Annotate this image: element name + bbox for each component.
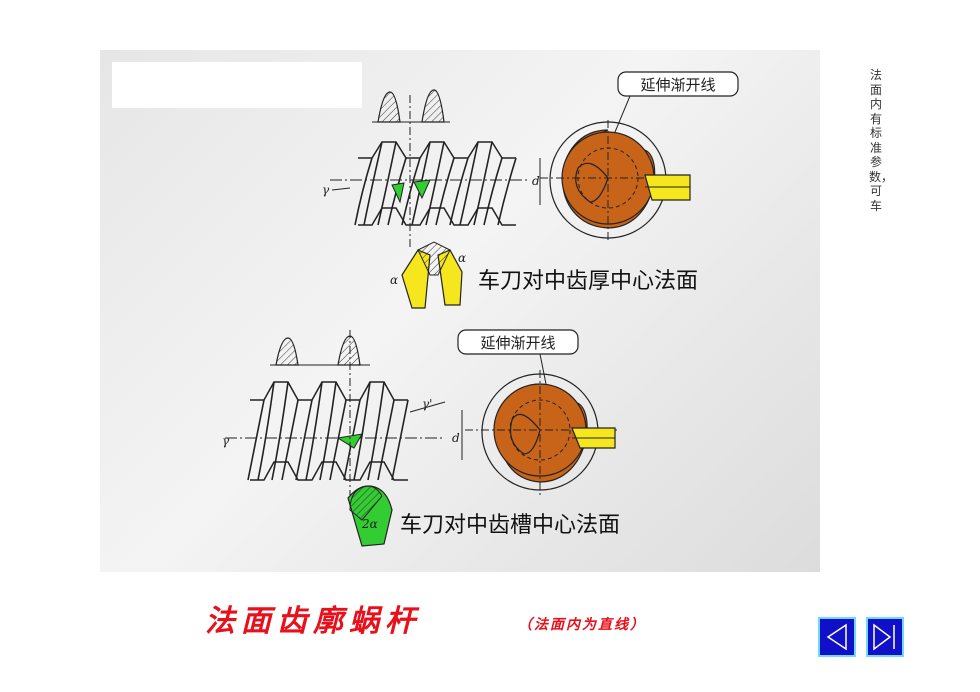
side-note: 法面内有标准参数，可车 — [869, 68, 894, 213]
bottom-tool: 2α 车刀对中齿槽中心法面 — [347, 485, 620, 547]
page-subtitle: （法面内为直线） — [518, 617, 646, 633]
blank-patch — [112, 62, 362, 108]
callout-top: 延伸渐开线 — [640, 76, 715, 94]
alpha-right-top: α — [458, 251, 466, 265]
d-label-bottom: d — [452, 431, 460, 445]
alpha-left-top: α — [390, 273, 398, 287]
gamma-right-bottom: γ' — [422, 397, 432, 411]
page-title: 法面齿廓蜗杆 — [205, 604, 421, 639]
triangle-left-icon — [826, 623, 847, 651]
next-slide-button[interactable] — [866, 617, 904, 657]
top-worm: γ d — [322, 89, 541, 250]
gamma-left-bottom: γ — [222, 434, 230, 448]
skip-next-icon — [873, 623, 895, 651]
prev-slide-button[interactable] — [818, 617, 856, 657]
bottom-end-view: 延伸渐开线 — [457, 329, 620, 498]
gamma-label-top: γ — [322, 183, 330, 197]
top-end-view: 延伸渐开线 — [540, 71, 739, 240]
caption-top: 车刀对中齿厚中心法面 — [478, 269, 698, 294]
top-tool: α α 车刀对中齿厚中心法面 — [390, 241, 698, 309]
caption-bottom: 车刀对中齿槽中心法面 — [400, 513, 620, 538]
d-label-top: d — [532, 174, 540, 188]
diagram-svg: γ d 延伸渐开线 α α 车刀对中齿厚中心法面 — [222, 71, 739, 547]
two-alpha-bottom: 2α — [361, 517, 378, 531]
callout-bottom: 延伸渐开线 — [480, 334, 555, 352]
bottom-worm: γ γ' d — [222, 330, 463, 495]
worm-diagram: γ d 延伸渐开线 α α 车刀对中齿厚中心法面 — [100, 50, 820, 572]
